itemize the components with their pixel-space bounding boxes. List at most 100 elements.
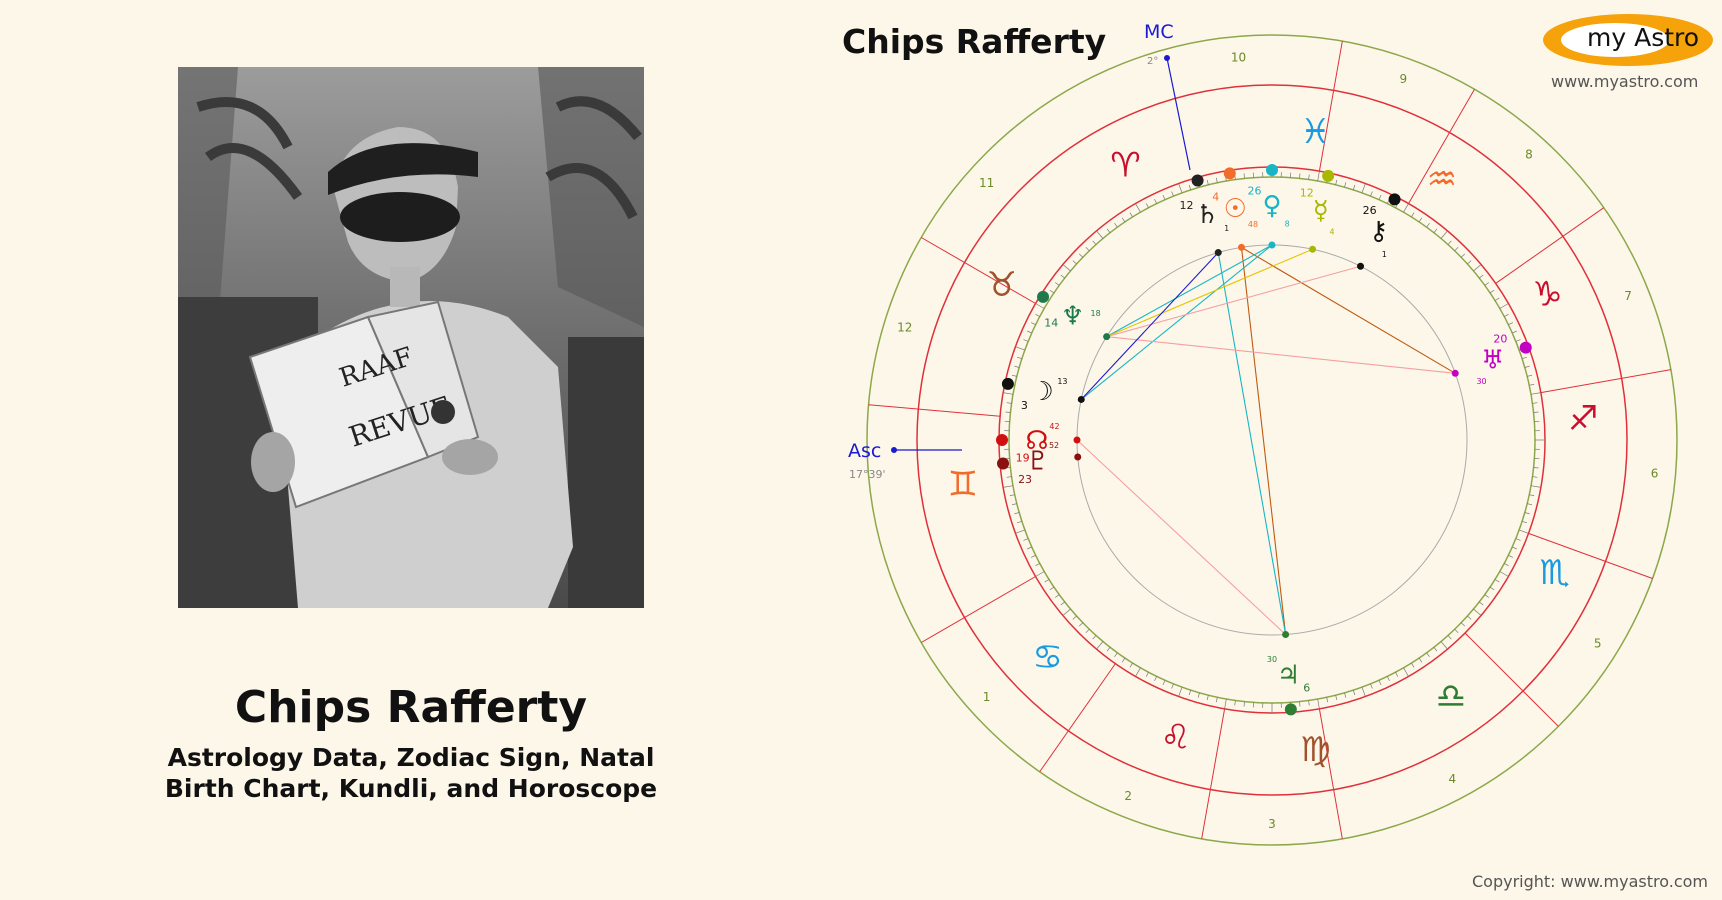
- house-number: 2: [1124, 789, 1132, 803]
- planet-sun-icon: ☉: [1224, 194, 1247, 224]
- aspect-point: [1282, 631, 1290, 639]
- degree-ticks: [999, 167, 1545, 713]
- asc-label: Asc: [848, 440, 881, 462]
- house-cusp-line: [1318, 41, 1343, 172]
- degree-tick: [1006, 402, 1012, 404]
- degree-tick: [1129, 662, 1133, 668]
- degree-tick: [1519, 529, 1529, 534]
- aspect-line: [1217, 252, 1287, 635]
- degree-tick: [1378, 195, 1382, 200]
- planet-minutes: 30: [1476, 377, 1486, 386]
- sign-cancer-icon: ♋: [1032, 638, 1062, 678]
- mc-degree: 2°: [1147, 56, 1158, 67]
- degree-tick: [1530, 392, 1541, 395]
- degree-tick: [1447, 240, 1452, 245]
- degree-tick: [1317, 698, 1320, 709]
- degree-tick: [1129, 212, 1133, 218]
- logo-text: my Astro: [1587, 23, 1700, 52]
- degree-tick: [1054, 594, 1060, 598]
- logo-url[interactable]: www.myastro.com: [1551, 72, 1699, 91]
- degree-tick: [1035, 563, 1040, 567]
- planet-venus-marker: [1266, 164, 1278, 176]
- degree-tick: [1015, 529, 1025, 534]
- degree-tick: [1411, 212, 1415, 218]
- degree-tick: [1035, 571, 1045, 577]
- degree-tick: [1386, 676, 1390, 682]
- degree-tick: [1395, 672, 1399, 677]
- degree-tick: [1504, 563, 1509, 567]
- degree-tick: [1062, 264, 1071, 272]
- planet-minutes: 13: [1057, 377, 1067, 386]
- planet-neptune-marker: [1037, 290, 1050, 303]
- degree-tick: [1512, 330, 1517, 334]
- degree-tick: [1085, 628, 1090, 634]
- planet-minutes: 52: [1049, 441, 1059, 450]
- planet-jupiter-marker: [1284, 703, 1297, 716]
- degree-tick: [1027, 330, 1032, 334]
- asc-marker: [891, 447, 897, 453]
- sign-scorpio-icon: ♏: [1540, 553, 1570, 593]
- degree-tick: [1171, 683, 1174, 689]
- degree-tick: [1096, 641, 1104, 650]
- sign-pisces-icon: ♓: [1300, 112, 1330, 152]
- chart-angles: Asc 17°39' MC 2°: [848, 21, 1191, 481]
- degree-tick: [1030, 554, 1036, 558]
- degree-tick: [1035, 303, 1045, 309]
- degree-tick: [1335, 695, 1338, 701]
- degree-tick: [1243, 701, 1245, 707]
- myastro-logo[interactable]: my Astro: [1543, 14, 1713, 66]
- degree-tick: [1460, 253, 1466, 258]
- degree-tick: [1078, 622, 1084, 627]
- degree-tick: [1215, 697, 1218, 703]
- house-cusp-line: [1464, 632, 1559, 727]
- house-cusps: [868, 41, 1671, 839]
- sign-virgo-icon: ♍: [1300, 730, 1330, 770]
- aspect-point: [1451, 369, 1459, 377]
- chart-title: Chips Rafferty: [842, 22, 1107, 61]
- degree-tick: [1188, 185, 1192, 190]
- degree-tick: [1114, 222, 1118, 228]
- planet-degree: 19: [1016, 451, 1030, 464]
- degree-tick: [1178, 687, 1183, 697]
- aspect-point: [1073, 436, 1081, 444]
- house-cusp-line: [1318, 708, 1343, 839]
- degree-tick: [1017, 356, 1022, 360]
- sign-aquarius-icon: ♒: [1427, 159, 1457, 199]
- planet-minutes: 1: [1224, 224, 1229, 233]
- degree-tick: [1440, 230, 1448, 239]
- degree-tick: [1524, 512, 1530, 515]
- degree-tick: [1494, 297, 1500, 301]
- planet-degree: 12: [1300, 186, 1314, 199]
- degree-tick: [1072, 615, 1077, 620]
- degree-tick: [1467, 615, 1472, 620]
- planet-degree: 26: [1363, 204, 1377, 217]
- aspect-point: [1214, 249, 1222, 257]
- aspect-lines: [1076, 244, 1456, 635]
- degree-tick: [1011, 503, 1017, 506]
- aspect-line: [1241, 246, 1456, 374]
- sign-gemini-icon: ♊: [948, 464, 978, 504]
- degree-tick: [1154, 676, 1158, 682]
- planet-uranus-icon: ♅: [1481, 346, 1504, 376]
- house-number: 12: [897, 321, 912, 335]
- degree-tick: [1527, 503, 1533, 506]
- degree-tick: [1023, 339, 1029, 342]
- house-cusp-line: [1408, 89, 1475, 204]
- planet-pluto-marker: [997, 457, 1010, 470]
- zodiac-ring-inner: [998, 166, 1546, 714]
- house-number: 7: [1624, 289, 1632, 303]
- sign-taurus-icon: ♉: [987, 265, 1017, 305]
- degree-tick: [1426, 222, 1430, 228]
- degree-tick: [1049, 586, 1055, 591]
- planet-degree: 20: [1493, 332, 1507, 345]
- planet-minutes: 42: [1049, 422, 1059, 431]
- planet-minutes: 48: [1248, 220, 1258, 229]
- degree-tick: [1454, 246, 1459, 252]
- degree-tick: [1499, 571, 1509, 577]
- logo-inner: [1561, 23, 1669, 57]
- degree-tick: [1135, 203, 1141, 213]
- degree-tick: [1044, 579, 1050, 583]
- degree-tick: [1062, 608, 1071, 616]
- planet-degree: 23: [1018, 473, 1032, 486]
